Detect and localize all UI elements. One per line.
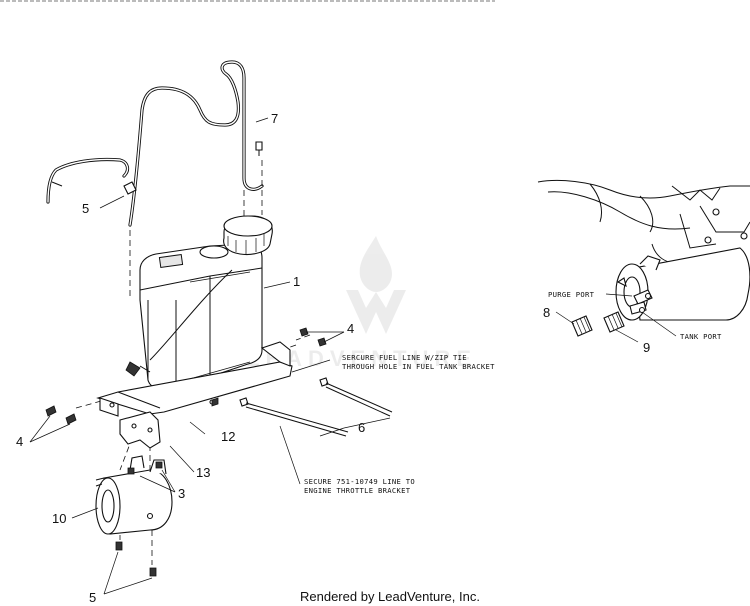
callout-5-top: 5	[82, 201, 89, 216]
callout-5-bottom: 5	[89, 590, 96, 605]
callout-9: 9	[643, 340, 650, 355]
callout-3: 3	[178, 486, 185, 501]
mounting-bracket	[119, 411, 161, 449]
callout-10: 10	[52, 511, 66, 526]
callout-6: 6	[358, 420, 365, 435]
throttle-note-line1: SECURE 751-10749 LINE TO	[304, 477, 415, 486]
port-caps	[571, 311, 625, 337]
assembly-notes: SERCURE FUEL LINE W/ZIP TIE THROUGH HOLE…	[304, 290, 722, 495]
leader-lines	[29, 117, 677, 595]
callout-8: 8	[543, 305, 550, 320]
zip-tie-note-line2: THROUGH HOLE IN FUEL TANK BRACKET	[342, 362, 495, 371]
purge-port-label: PURGE PORT	[548, 290, 595, 299]
callouts: 1 7 5 4 4 6 12 13 3 10 5 8 9	[16, 111, 650, 605]
callout-12: 12	[221, 429, 235, 444]
zip-ties	[239, 377, 393, 437]
callout-13: 13	[196, 465, 210, 480]
charcoal-canister	[95, 455, 173, 535]
screws	[45, 327, 327, 577]
callout-7: 7	[271, 111, 278, 126]
callout-4-right: 4	[347, 321, 354, 336]
throttle-note-line2: ENGINE THROTTLE BRACKET	[304, 486, 411, 495]
render-credit: Rendered by LeadVenture, Inc.	[300, 589, 480, 604]
callout-1: 1	[293, 274, 300, 289]
tank-port-label: TANK PORT	[680, 332, 722, 341]
fuel-line-assembly	[46, 60, 264, 227]
callout-4-left: 4	[16, 434, 23, 449]
inset-engine-view	[537, 179, 750, 321]
fuel-tank	[125, 215, 273, 391]
zip-tie-note-line1: SERCURE FUEL LINE W/ZIP TIE	[342, 353, 467, 362]
